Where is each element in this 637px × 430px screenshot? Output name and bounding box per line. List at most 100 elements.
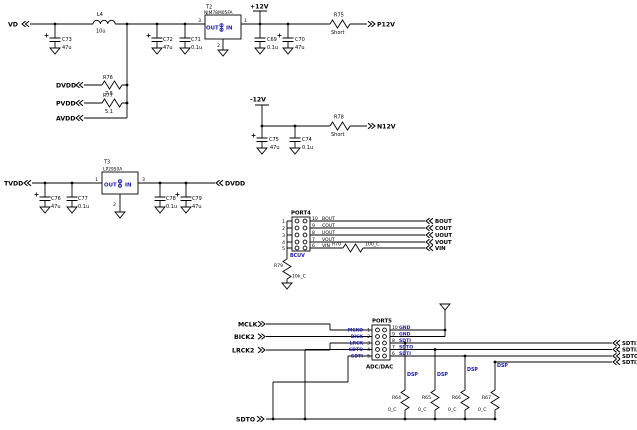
port5-pin-label-sdti: SDTI — [351, 354, 363, 360]
inductor-l4-value: 10u — [96, 29, 106, 35]
gnd-symbol — [154, 206, 166, 214]
port4-left-pin-1: 1 — [282, 219, 285, 225]
resistor-r67-ref: R67 — [482, 395, 491, 401]
capacitor-c79-value: 47u — [192, 204, 202, 210]
gnd-symbol — [114, 211, 126, 219]
gnd-symbol — [282, 47, 294, 55]
net-label-dvdd-in: DVDD — [225, 181, 245, 188]
resistor-r78: R78 Short — [329, 115, 351, 138]
capacitor-c72-ref: C72 — [163, 37, 173, 43]
port4-right-pin-8: 8 — [312, 230, 315, 236]
net-arrow-bout — [425, 217, 434, 225]
port5-pin-label-lrck: LRCK — [350, 341, 364, 347]
regulator-t3-ref: T3 — [103, 160, 110, 166]
resistor-r76-value: 7.5 — [105, 91, 113, 97]
resistor-r79: R79 10k_C — [274, 258, 306, 280]
capacitor-c71: C71 0.1u — [179, 37, 202, 55]
dsp-label-2: DSP — [437, 372, 448, 378]
resistor-r75: R75 Short — [329, 13, 351, 36]
net-arrow-mclk — [257, 320, 266, 328]
section-port4: PORT4 1 2 3 4 5 10 9 8 7 6 BOUT COUT UOU… — [274, 211, 452, 290]
port4-left-pin-2: 2 — [282, 226, 285, 232]
net-arrow-bick2 — [257, 333, 266, 340]
net-arrow-sdti3 — [612, 358, 621, 366]
port4-net-vin: VIN — [322, 243, 330, 249]
port5-pin-label-gnd1: GND — [399, 325, 411, 331]
capacitor-c70: C70 47u — [277, 33, 305, 55]
wires-layer — [30, 10, 612, 420]
gnd-symbol — [49, 47, 61, 55]
capacitor-c75: C75 47u — [251, 133, 280, 155]
port4-left-pin-5: 5 — [282, 246, 285, 252]
capacitor-c76-ref: C76 — [51, 196, 61, 202]
port5-right-pin-7: 7 — [392, 344, 395, 350]
resistor-r79-value: 10k_C — [292, 274, 306, 280]
port5-right-pin-10: 10 — [392, 325, 398, 331]
regulator-t3-pin-gnd-number: 2 — [113, 202, 116, 208]
port4-net-vout: VOUT — [322, 237, 335, 243]
net-arrow-dvdd — [75, 81, 84, 89]
resistor-r67-value: 0_C — [478, 407, 486, 413]
gnd-symbol — [281, 282, 293, 290]
net-label-pvdd: PVDD — [56, 101, 76, 108]
regulator-internal-symbol — [219, 23, 224, 32]
regulator-internal-symbol — [118, 179, 123, 188]
bus-label-bcuv: BCUV — [290, 253, 305, 259]
gnd-symbol — [254, 47, 266, 55]
net-arrow-vout — [425, 238, 434, 246]
dsp-label-1: DSP — [407, 372, 418, 378]
net-label-sdti3: SDTI3 — [622, 360, 637, 366]
net-arrow-p12v — [367, 20, 376, 28]
gnd-symbol — [217, 49, 229, 57]
gnd-symbol — [289, 147, 301, 155]
capacitor-c77: C77 0.1u — [66, 196, 89, 214]
regulator-t2-part: NJM78M05FA — [204, 10, 232, 16]
gnd-symbol — [66, 206, 78, 214]
capacitor-c72-value: 47u — [163, 45, 173, 51]
capacitor-c73: C73 47u — [44, 33, 72, 55]
net-arrow-dvdd-in — [215, 179, 224, 187]
net-arrow-sdto-in — [256, 415, 265, 423]
regulator-t3-pin-out-number: 1 — [95, 177, 98, 183]
net-arrow-tvdd — [23, 179, 32, 187]
net-label-dvdd: DVDD — [56, 83, 76, 90]
gnd-symbol — [39, 206, 51, 214]
net-label-bick2: BICK2 — [234, 334, 255, 341]
port5-pin-label-sdti-r1: SDTI — [399, 338, 411, 344]
wires-port5 — [266, 310, 612, 420]
capacitor-c69-value: 0.1u — [267, 45, 278, 51]
net-label-mclk: MCLK — [238, 322, 258, 329]
gnd-symbol — [439, 303, 451, 311]
gnd-symbol — [151, 47, 163, 55]
net-label-vd: VD — [8, 22, 18, 29]
wires-port4 — [286, 220, 425, 283]
section-ldo: TVDD C76 47u C77 0.1u T3 LP2950A 1 3 OUT… — [4, 160, 245, 219]
connector-port4 — [291, 216, 311, 252]
wires-positive-rail — [30, 10, 367, 118]
resistor-r66: R66 0_C — [448, 389, 470, 413]
port5-pin-label-sdto: SDTO — [349, 347, 363, 353]
resistor-r75-ref: R75 — [334, 13, 344, 19]
section-positive-rail: VD L4 10u C73 47u C72 47u C71 0.1u T2 NJ… — [8, 4, 395, 57]
net-arrow-avdd — [75, 114, 84, 122]
net-arrow-n12v — [367, 122, 376, 130]
resistor-r64-value: 0_C — [388, 407, 396, 413]
port5-title: PORT5 — [372, 319, 392, 325]
port4-net-cout: COUT — [322, 223, 335, 229]
port5-pin-label-sdti-r2: SDTI — [399, 351, 411, 357]
regulator-t3-pin-in-number: 3 — [142, 177, 145, 183]
power-flag-minus12v: -12V — [250, 97, 266, 104]
capacitor-c73-ref: C73 — [62, 37, 72, 43]
port5-left-pin-5: 5 — [367, 354, 370, 360]
port5-right-pin-8: 8 — [392, 338, 395, 344]
resistor-r70: R70 100_C — [332, 242, 379, 253]
port4-right-pin-6: 6 — [312, 243, 315, 249]
inductor-l4 — [92, 19, 116, 25]
capacitor-c69-ref: C69 — [267, 37, 277, 43]
net-arrow-vin — [425, 244, 434, 252]
resistor-r76 — [101, 80, 123, 90]
section-negative-rail: -12V C75 47u C74 0.1u R78 Short N12V — [250, 97, 396, 155]
port4-title: PORT4 — [291, 211, 311, 217]
capacitor-c71-ref: C71 — [191, 37, 201, 43]
